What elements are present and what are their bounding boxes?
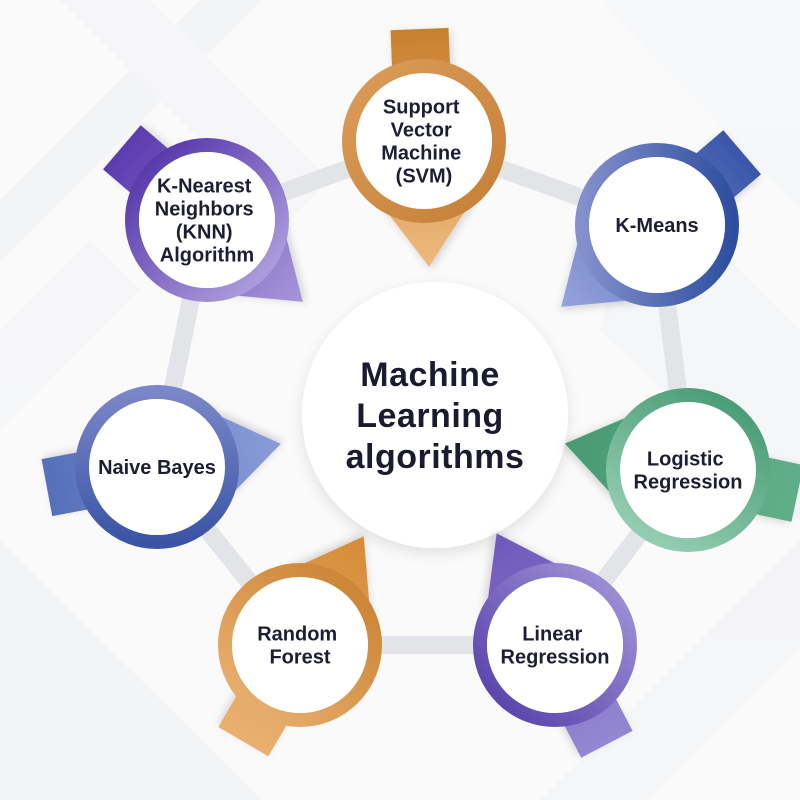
node-circle [89,399,225,535]
node-logistic-regression: Logistic Regression [554,388,800,552]
node-label: K-Means [615,215,698,237]
node-random-forest: Random Forest [200,511,407,767]
node-k-means: K-Means [528,114,775,345]
node-ring [342,59,506,223]
node-ring [575,143,739,307]
node-circle [232,577,368,713]
node-ring [473,563,637,727]
center-title: Machine Learning algorithms [346,356,525,476]
node-support-vector-machine: Support Vector Machine (SVM) [342,27,506,269]
node-ring [125,138,289,302]
node-k-nearest-neighbors: K-Nearest Neighbors (KNN) Algorithm [89,109,336,340]
node-label: Support Vector Machine (SVM) [381,97,467,188]
node-label: Random Forest [257,624,343,669]
node-circle [589,157,725,293]
node-circle [139,152,275,288]
node-label: Naive Bayes [98,457,216,479]
node-ring [75,385,239,549]
node-circle [487,577,623,713]
node-circle [620,402,756,538]
center-node: Machine Learning algorithms [302,282,568,548]
node-ring [218,563,382,727]
node-linear-regression: Linear Regression [452,510,652,768]
node-circle [356,73,492,209]
node-naive-bayes: Naive Bayes [37,385,291,549]
node-ring [606,388,770,552]
node-label: Linear Regression [501,624,610,669]
center-circle [302,282,568,548]
node-label: Logistic Regression [634,449,743,494]
node-label: K-Nearest Neighbors (KNN) Algorithm [155,176,259,267]
